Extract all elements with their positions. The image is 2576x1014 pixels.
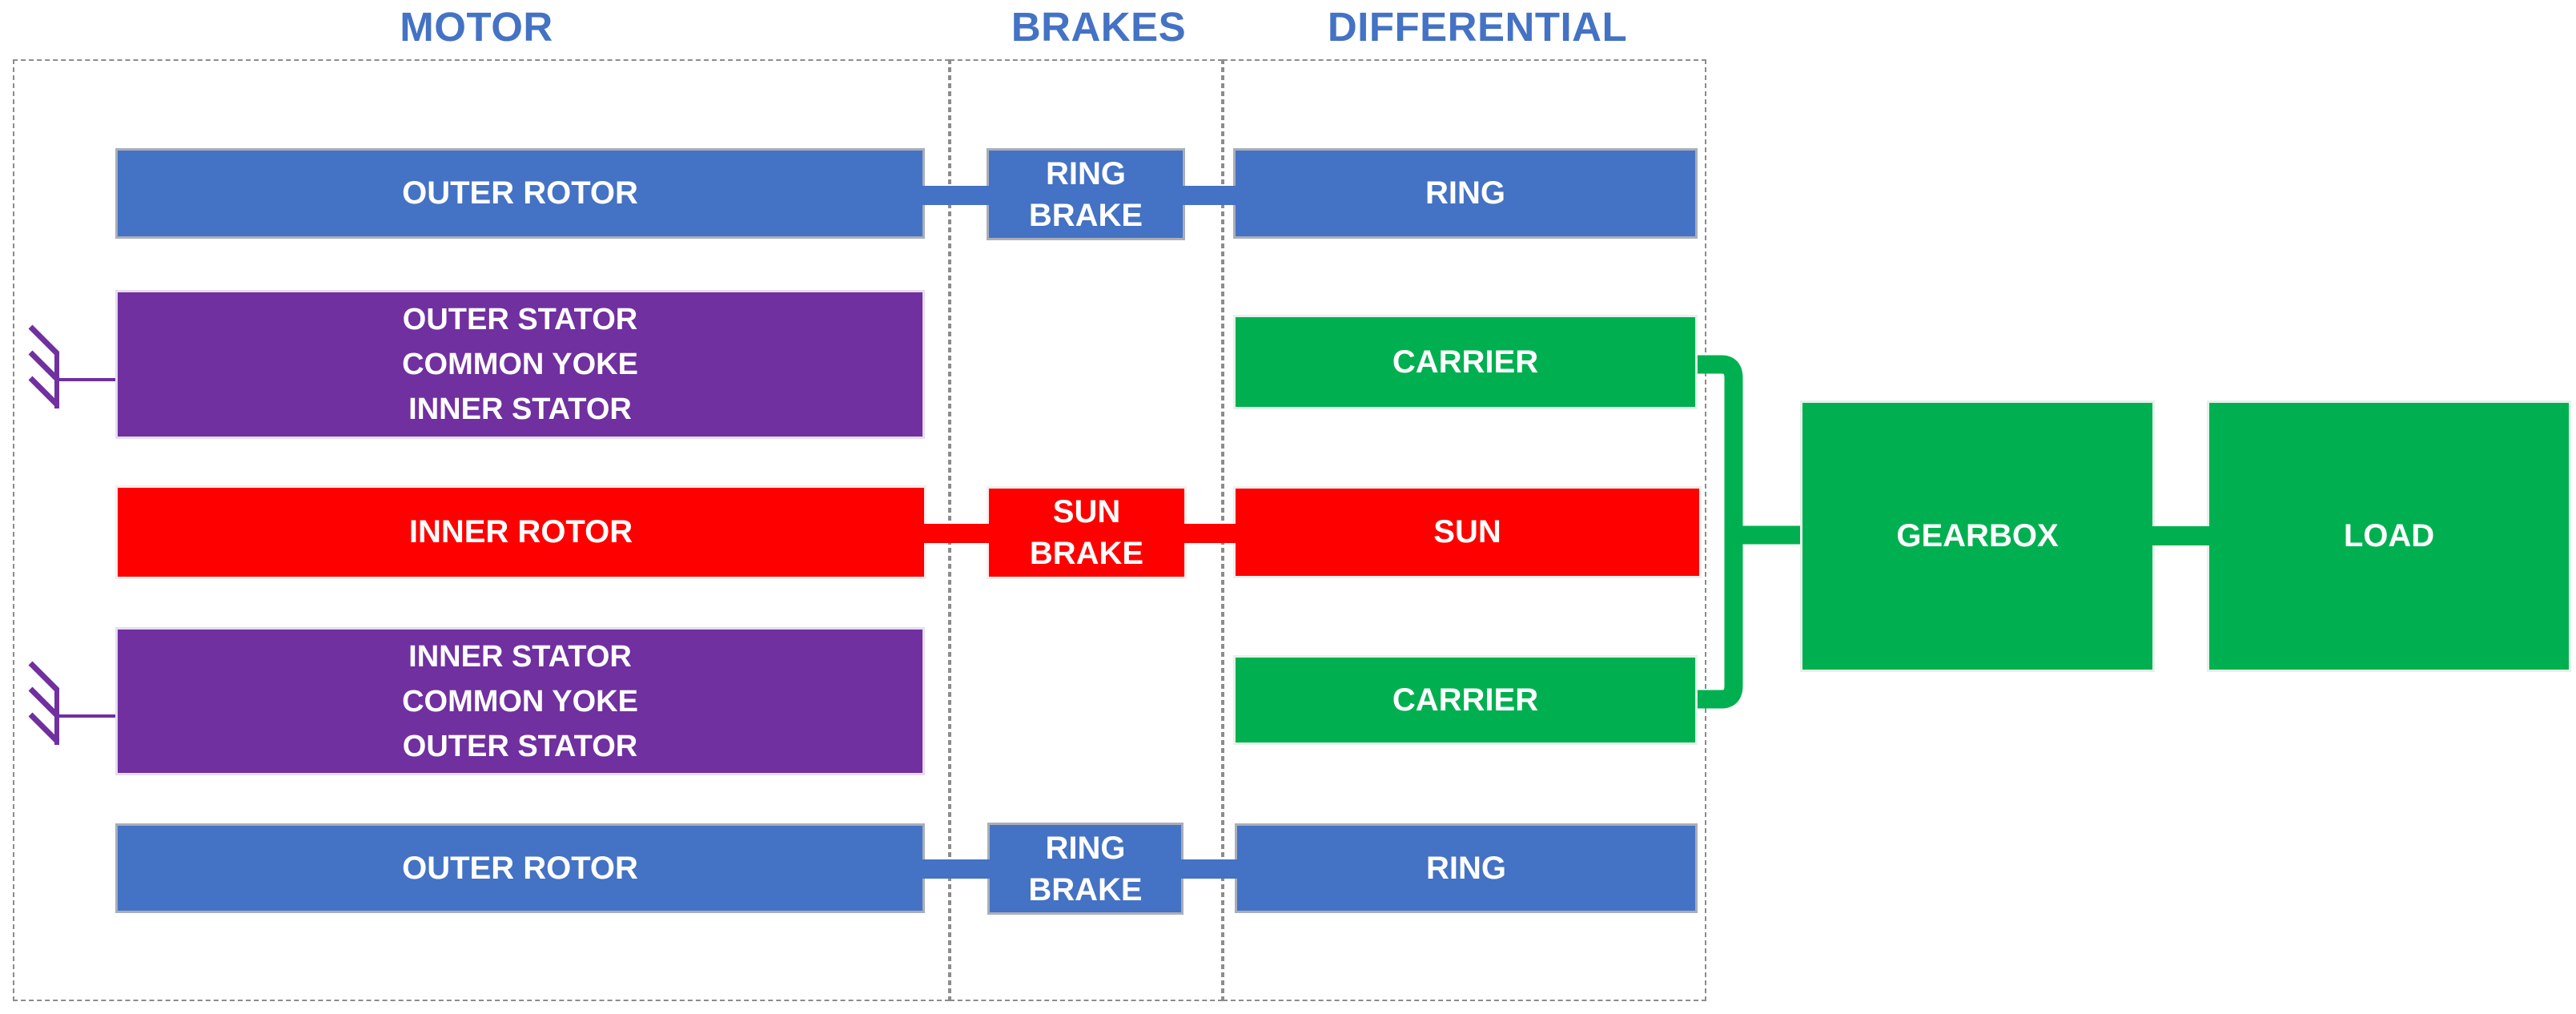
block-stator-stack-bottom-label: OUTER STATOR bbox=[402, 729, 638, 763]
block-outer-rotor-bottom-label: OUTER ROTOR bbox=[402, 850, 638, 886]
block-sun: SUN bbox=[1233, 486, 1702, 578]
block-ring-top: RING bbox=[1233, 148, 1698, 239]
block-carrier-bottom: CARRIER bbox=[1233, 655, 1698, 745]
block-stator-stack-bottom-label: COMMON YOKE bbox=[402, 684, 638, 718]
block-inner-rotor-label: INNER ROTOR bbox=[408, 514, 633, 549]
block-sun-label: SUN bbox=[1433, 514, 1501, 549]
section-header-differential: DIFFERENTIAL bbox=[1327, 4, 1628, 50]
block-load: LOAD bbox=[2207, 400, 2571, 672]
block-sun-brake-label: BRAKE bbox=[1029, 536, 1144, 571]
block-ring-brake-bottom-label: RING bbox=[1045, 830, 1126, 866]
block-load-label: LOAD bbox=[2343, 518, 2435, 553]
block-stator-stack-top-label: INNER STATOR bbox=[408, 392, 632, 426]
block-carrier-bottom-label: CARRIER bbox=[1392, 682, 1539, 718]
block-gearbox: GEARBOX bbox=[1800, 400, 2155, 672]
block-outer-rotor-bottom: OUTER ROTOR bbox=[115, 823, 925, 913]
block-outer-rotor-top: OUTER ROTOR bbox=[115, 148, 925, 239]
block-ring-bottom-label: RING bbox=[1426, 850, 1506, 886]
block-inner-rotor: INNER ROTOR bbox=[115, 485, 926, 579]
block-ring-brake-top: RING BRAKE bbox=[987, 148, 1185, 240]
block-stator-stack-top-label: OUTER STATOR bbox=[402, 303, 638, 336]
block-ring-bottom: RING bbox=[1235, 823, 1698, 913]
block-ring-brake-bottom-label: BRAKE bbox=[1028, 871, 1143, 907]
section-header-motor: MOTOR bbox=[400, 4, 553, 50]
block-stator-stack-bottom-label: INNER STATOR bbox=[408, 639, 632, 674]
connector-outer-rotor-to-ring-brake-top bbox=[922, 186, 989, 205]
connector-ring-brake-to-ring-bottom bbox=[1181, 859, 1237, 879]
connector-outer-rotor-to-ring-brake-bottom bbox=[922, 859, 990, 879]
block-ring-brake-top-label: RING bbox=[1046, 155, 1126, 191]
block-stator-stack-top-label: COMMON YOKE bbox=[402, 348, 638, 381]
block-sun-brake: SUN BRAKE bbox=[987, 486, 1187, 579]
block-stator-stack-bottom: INNER STATOR COMMON YOKE OUTER STATOR bbox=[115, 627, 925, 775]
section-header-brakes: BRAKES bbox=[1011, 4, 1187, 50]
connector-gearbox-to-load bbox=[2152, 526, 2209, 545]
block-sun-brake-label: SUN bbox=[1052, 494, 1121, 529]
connector-inner-rotor-to-sun-brake bbox=[924, 524, 989, 543]
block-outer-rotor-top-label: OUTER ROTOR bbox=[402, 175, 638, 211]
block-ring-brake-top-label: BRAKE bbox=[1028, 197, 1143, 233]
block-carrier-top-label: CARRIER bbox=[1392, 344, 1539, 380]
block-ring-top-label: RING bbox=[1425, 175, 1505, 211]
connector-sun-brake-to-sun bbox=[1184, 524, 1236, 543]
block-stator-stack-top: OUTER STATOR COMMON YOKE INNER STATOR bbox=[115, 290, 925, 439]
block-ring-brake-bottom: RING BRAKE bbox=[987, 823, 1184, 915]
block-gearbox-label: GEARBOX bbox=[1896, 518, 2059, 553]
connector-ring-brake-to-ring-top bbox=[1183, 186, 1236, 205]
block-carrier-top: CARRIER bbox=[1233, 315, 1698, 409]
